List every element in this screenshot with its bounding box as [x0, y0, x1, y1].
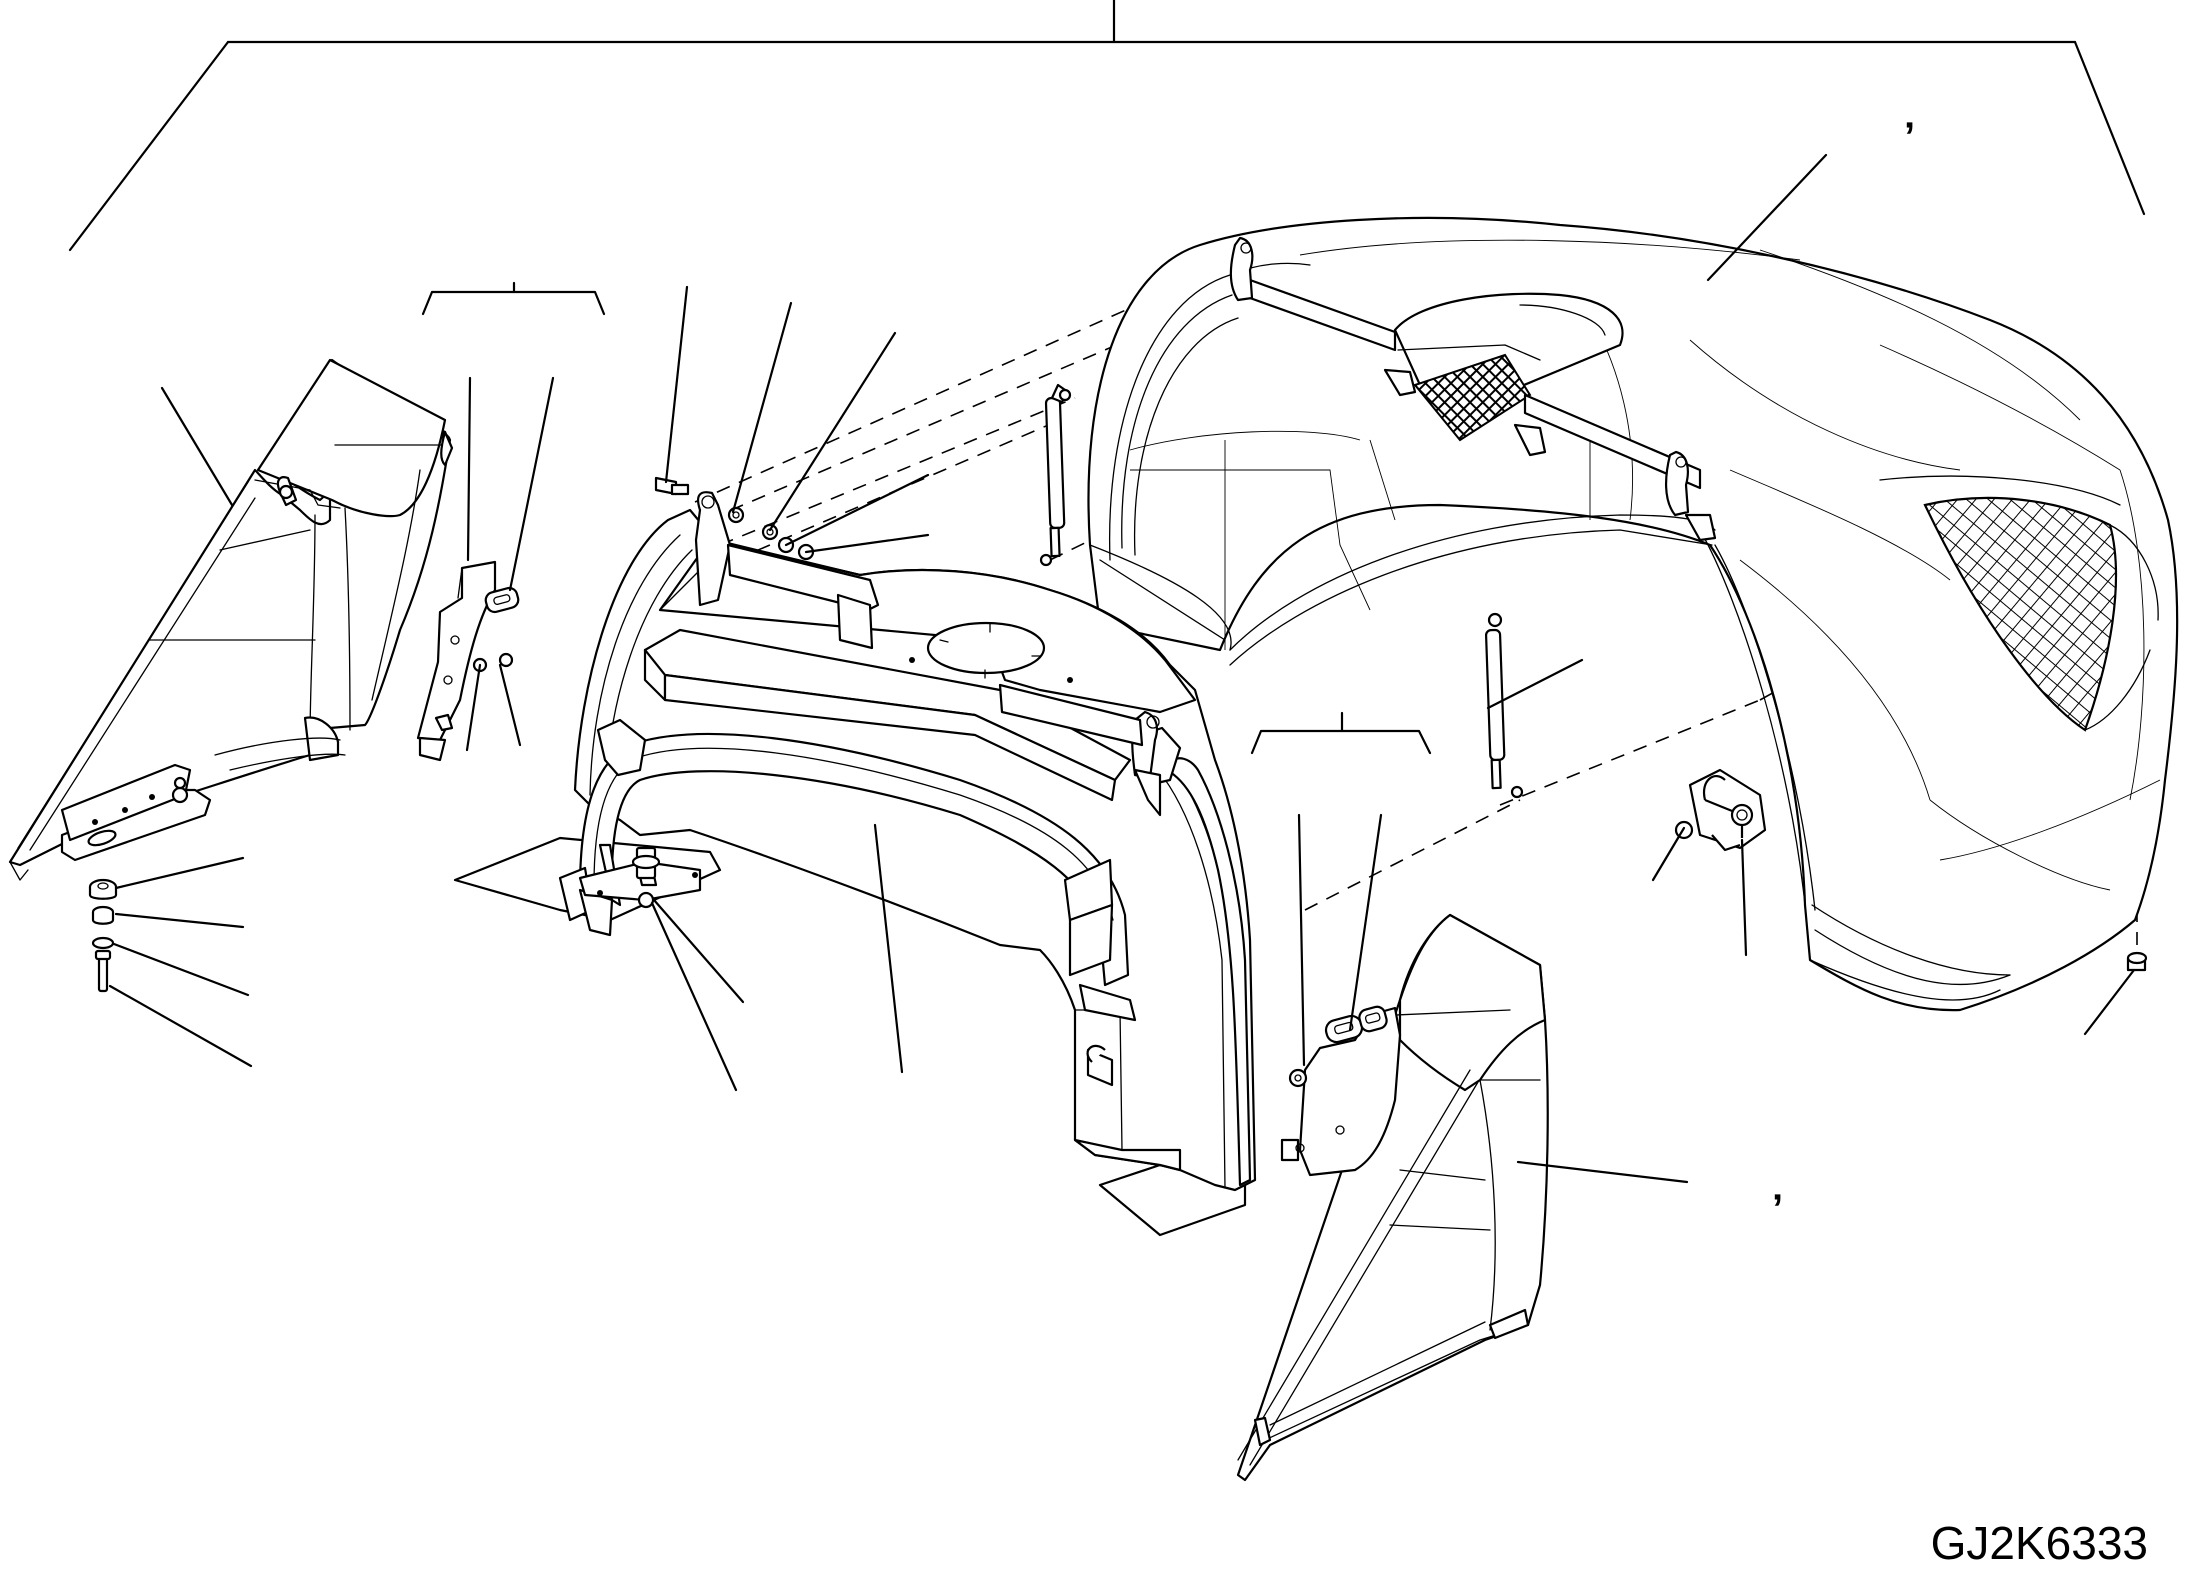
prime-mark-hood: ’	[1904, 115, 1915, 159]
center-hood-frame	[453, 491, 1257, 1237]
prime-mark-side-cover: ’	[1772, 1187, 1783, 1231]
subassembly-bracket-left	[421, 281, 606, 316]
drawing-code: GJ2K6333	[1931, 1517, 2148, 1569]
fastener-right	[2126, 951, 2148, 972]
side-cover-right	[1236, 913, 1549, 1482]
assembly-bracket-top	[68, 0, 2146, 252]
leader-lines	[108, 153, 2136, 1184]
engine-hood	[1087, 216, 2179, 1012]
subassembly-bracket-right	[1250, 711, 1432, 755]
gas-strut-upper	[1039, 383, 1072, 567]
hinge-bracket-right	[1280, 1005, 1402, 1177]
side-cover-left	[8, 358, 454, 881]
isolator-stack	[88, 878, 118, 993]
gas-strut-lower	[1484, 612, 1524, 799]
hood-latch	[1674, 768, 1767, 852]
